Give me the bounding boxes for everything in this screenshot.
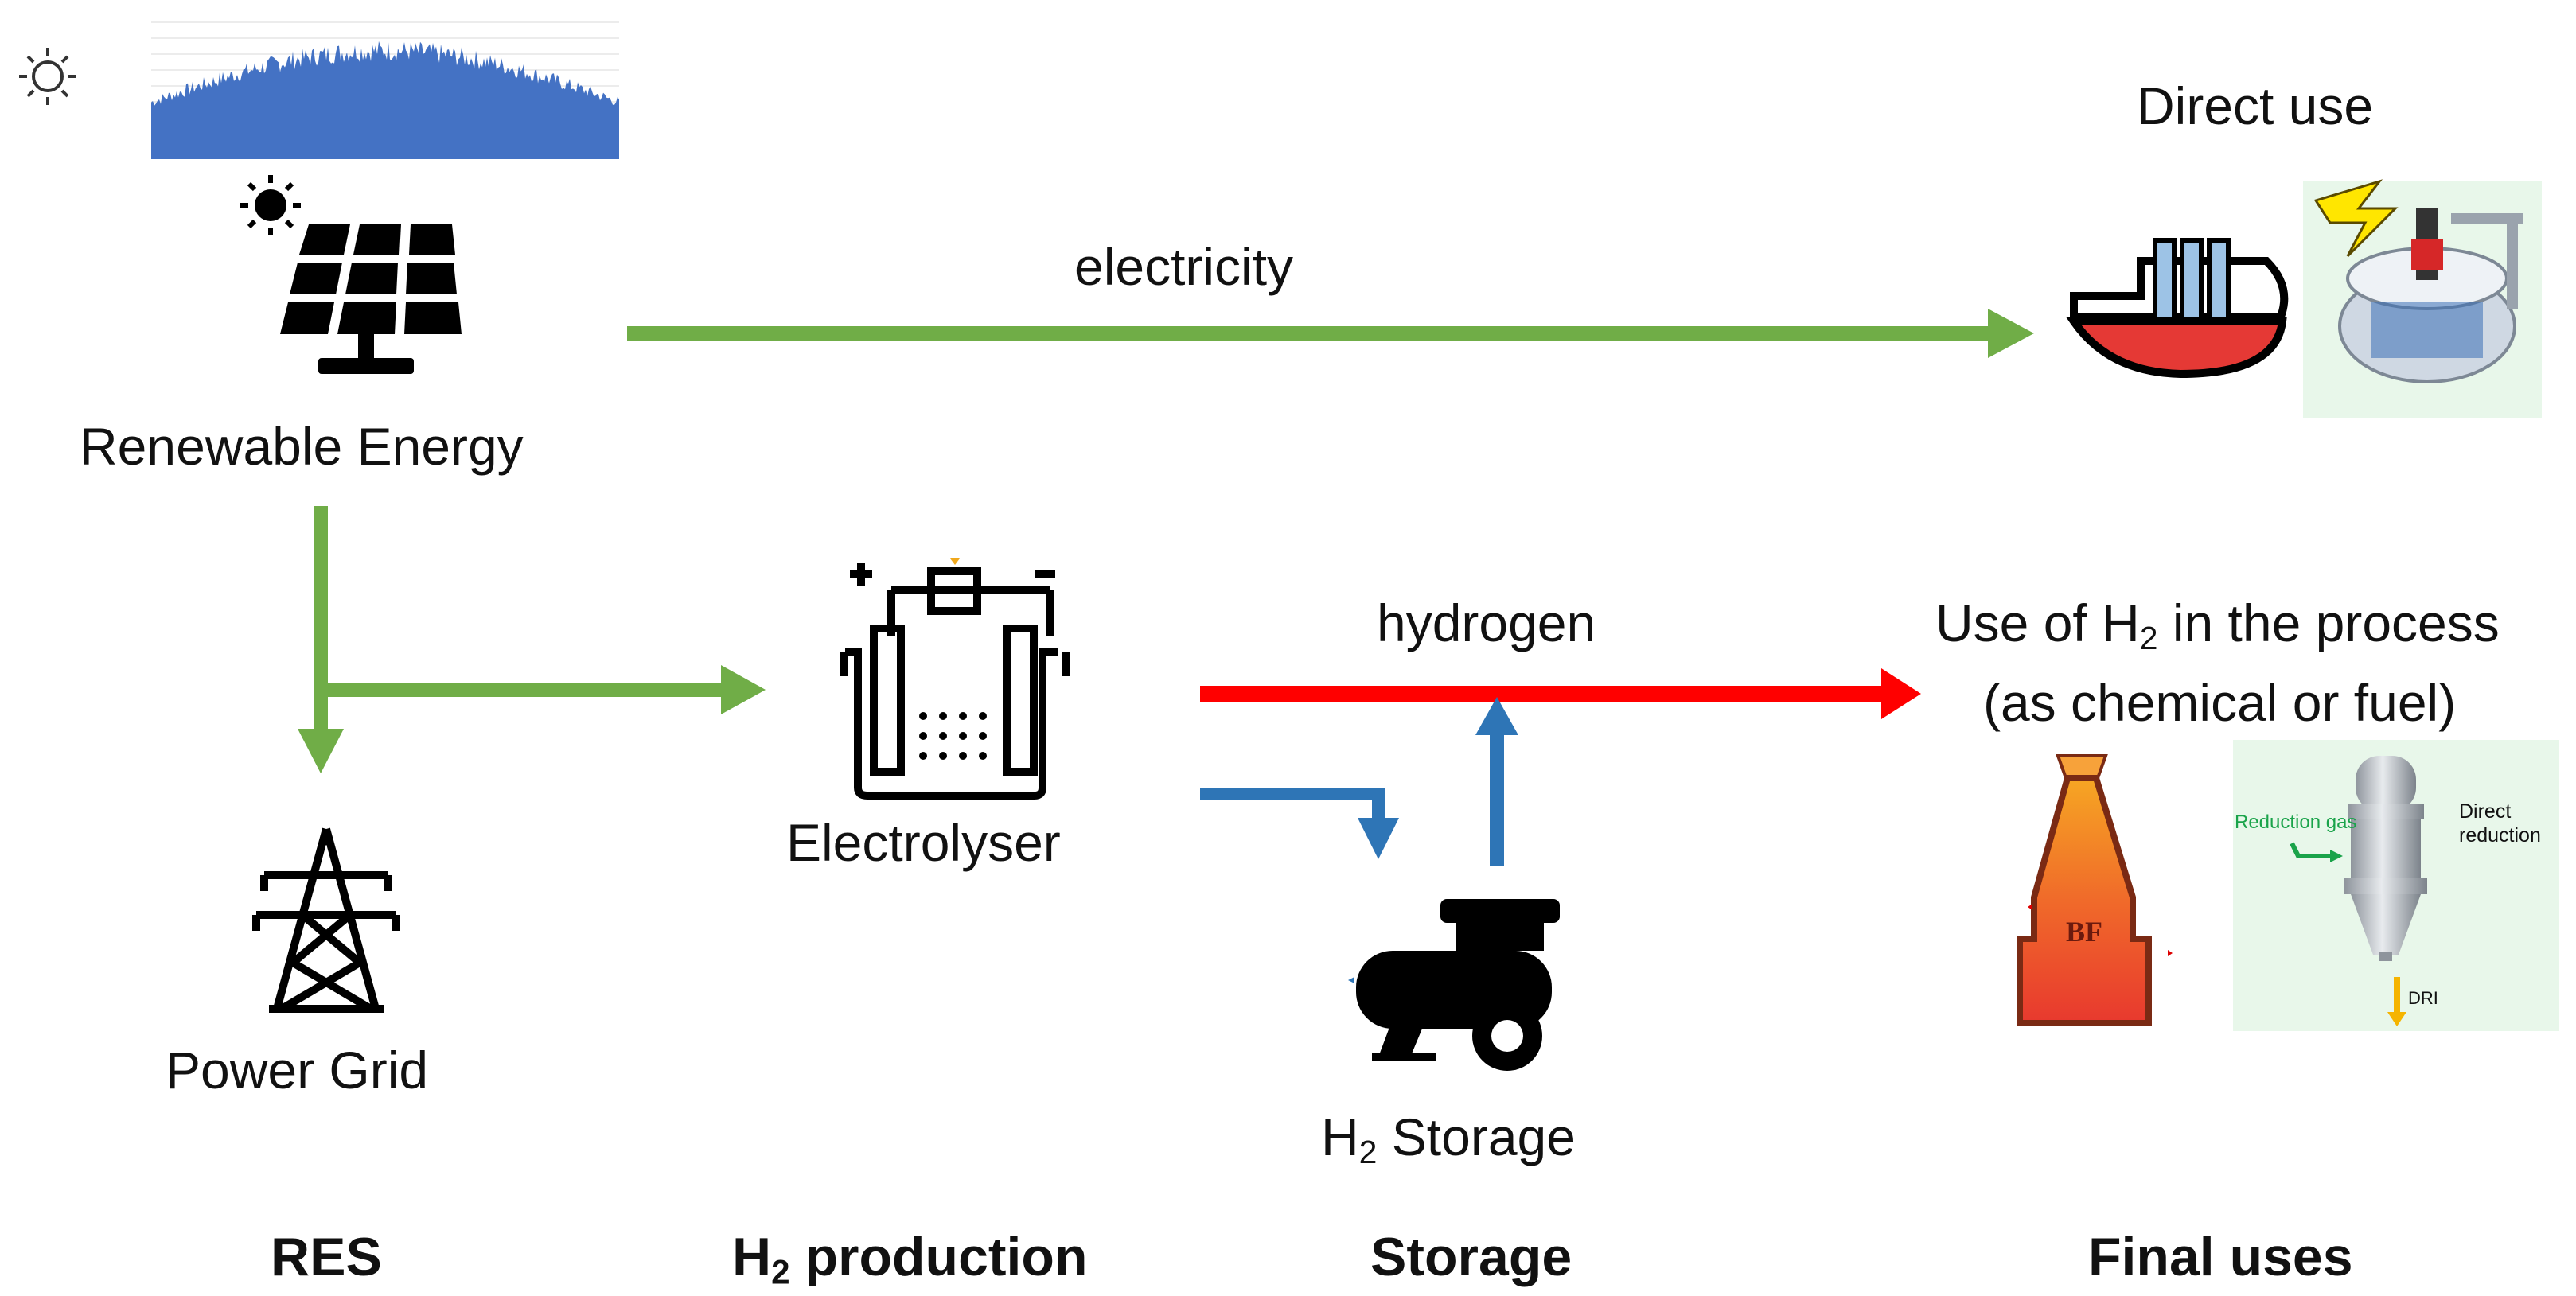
use-h2-process-label-line2: (as chemical or fuel) bbox=[1983, 673, 2457, 732]
hydrogen-arrow bbox=[1200, 668, 1921, 719]
electricity-arrow bbox=[627, 309, 2034, 358]
electrolyser-indicator-icon bbox=[950, 558, 960, 565]
direct-reduction-label-line1: Direct bbox=[2459, 800, 2512, 823]
dri-label: DRI bbox=[2408, 988, 2438, 1008]
res-to-grid-arrow bbox=[298, 506, 344, 773]
bf-label: BF bbox=[2066, 916, 2103, 948]
power-grid-pylon-icon bbox=[252, 827, 400, 1013]
electrolyser-icon bbox=[840, 563, 1070, 800]
category-h2-suffix: production bbox=[789, 1227, 1088, 1287]
electrolyser-to-storage-arrow bbox=[1200, 788, 1399, 859]
reduction-gas-label: Reduction gas bbox=[2235, 811, 2357, 833]
direct-reduction-image bbox=[2233, 740, 2559, 1031]
res-to-electrolyser-arrow bbox=[326, 665, 766, 714]
category-final-uses: Final uses bbox=[2088, 1227, 2353, 1287]
h2-storage-suffix: Storage bbox=[1377, 1107, 1576, 1166]
electrolyser-bubbles-icon bbox=[919, 712, 987, 760]
renewable-energy-label: Renewable Energy bbox=[80, 417, 524, 476]
induction-furnace-image bbox=[2303, 179, 2542, 418]
h2-storage-prefix: H bbox=[1321, 1107, 1359, 1166]
h2-storage-label: H2 Storage bbox=[1321, 1111, 1576, 1169]
direct-use-label: Direct use bbox=[2137, 76, 2374, 135]
storage-to-hydrogen-arrow bbox=[1475, 697, 1518, 866]
electrolyser-label: Electrolyser bbox=[786, 813, 1061, 872]
solar-series-area bbox=[151, 41, 619, 160]
solar-production-chart bbox=[127, 14, 621, 161]
hydrogen-label: hydrogen bbox=[1377, 594, 1596, 652]
category-res: RES bbox=[271, 1227, 382, 1287]
blast-furnace-image bbox=[2017, 754, 2173, 1026]
use-h2-suffix: in the process bbox=[2157, 594, 2500, 652]
h2-storage-tank-icon bbox=[1348, 899, 1560, 1071]
power-grid-label: Power Grid bbox=[166, 1041, 429, 1099]
use-h2-process-label: Use of H2 in the process bbox=[1935, 597, 2500, 655]
solar-panel-icon bbox=[240, 175, 462, 374]
category-h2-subscript: 2 bbox=[771, 1253, 790, 1291]
use-h2-prefix: Use of H bbox=[1935, 594, 2140, 652]
electric-arc-furnace-icon bbox=[2066, 238, 2289, 379]
direct-reduction-label-line2: reduction bbox=[2459, 824, 2541, 846]
h2-storage-subscript: 2 bbox=[1358, 1134, 1378, 1171]
use-h2-subscript: 2 bbox=[2139, 620, 2158, 657]
electricity-label: electricity bbox=[1074, 237, 1294, 296]
category-storage: Storage bbox=[1370, 1227, 1572, 1287]
category-h2-production: H2 production bbox=[732, 1230, 1088, 1290]
category-h2-prefix: H bbox=[732, 1227, 772, 1287]
sun-outline-icon bbox=[19, 48, 76, 105]
